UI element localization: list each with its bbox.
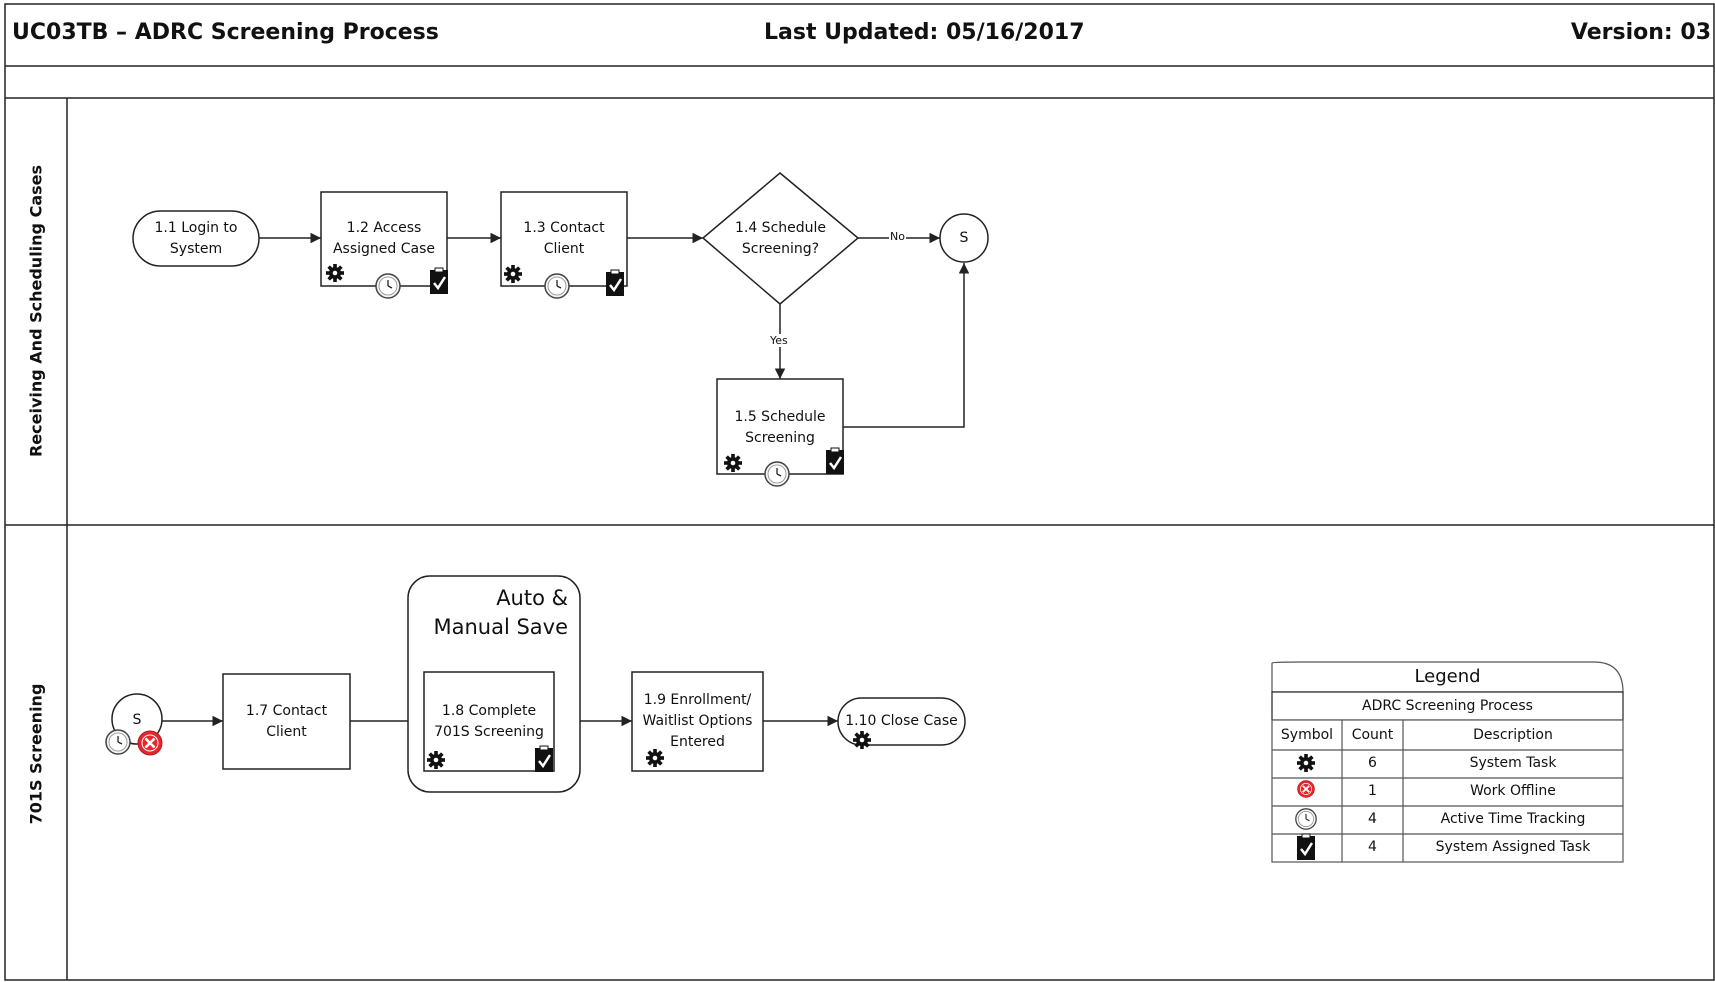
legend-count: 6 — [1368, 755, 1377, 771]
legend-count: 1 — [1368, 783, 1377, 799]
s-end-shape — [939, 213, 989, 263]
legend-header-count: Count — [1351, 727, 1394, 743]
shapes — [111, 172, 989, 793]
gear-icon — [1297, 754, 1315, 772]
edge-label-no: No — [889, 230, 906, 243]
work-offline-icon — [1296, 779, 1316, 799]
node-1-8-shape — [423, 671, 555, 772]
legend-count: 4 — [1368, 811, 1377, 827]
node-1-5: 1.5 Schedule Screening — [734, 409, 826, 446]
node-1-4-shape — [701, 172, 860, 305]
group-title: Auto & Manual Save — [433, 586, 568, 639]
node-1-4: 1.4 Schedule Screening? — [734, 220, 827, 257]
node-1-2: 1.2 Access Assigned Case — [332, 220, 436, 257]
node-1-8: 1.8 Complete 701S Screening — [434, 702, 544, 740]
legend-shapes — [1271, 661, 1624, 863]
legend-header-symbol: Symbol — [1280, 727, 1334, 743]
node-1-3-shape — [500, 191, 628, 287]
lane-label-receiving: Receiving And Scheduling Cases — [26, 164, 46, 458]
node-1-2-shape — [320, 191, 448, 287]
node-1-7: 1.7 Contact Client — [245, 702, 328, 740]
node-1-1-shape — [132, 210, 260, 267]
legend-description: System Assigned Task — [1435, 839, 1591, 855]
node-1-1: 1.1 Login to System — [154, 219, 238, 257]
last-updated: Last Updated: 05/16/2017 — [764, 20, 1085, 45]
gear-icon — [724, 454, 742, 472]
legend-title: Legend — [1414, 666, 1481, 687]
node-1-10-shape — [837, 697, 966, 746]
legend-description: Work Offline — [1470, 783, 1556, 799]
s-end: S — [959, 229, 969, 246]
clipboard-check-icon — [824, 446, 846, 476]
legend-count: 4 — [1368, 839, 1377, 855]
edge-1-5-to-s — [843, 263, 970, 428]
legend-header-description: Description — [1473, 727, 1553, 743]
edge-label-yes: Yes — [769, 334, 789, 347]
legend-subtitle: ADRC Screening Process — [1362, 698, 1533, 714]
lane-label-screening: 701S Screening — [26, 683, 46, 825]
version: Version: 03 — [1570, 20, 1711, 45]
page-title: UC03TB – ADRC Screening Process — [12, 20, 439, 45]
legend-description: System Task — [1469, 755, 1557, 771]
legend-description: Active Time Tracking — [1440, 811, 1586, 827]
node-1-9: 1.9 Enrollment/ Waitlist Options Entered — [642, 692, 753, 750]
node-1-7-shape — [222, 673, 351, 770]
node-1-10: 1.10 Close Case — [845, 713, 958, 729]
clipboard-check-icon — [1295, 832, 1317, 862]
s-start: S — [132, 711, 142, 728]
clock-icon — [1295, 808, 1317, 830]
node-1-3: 1.3 Contact Client — [523, 220, 605, 257]
clock-icon — [764, 461, 790, 487]
frame — [4, 3, 1715, 981]
